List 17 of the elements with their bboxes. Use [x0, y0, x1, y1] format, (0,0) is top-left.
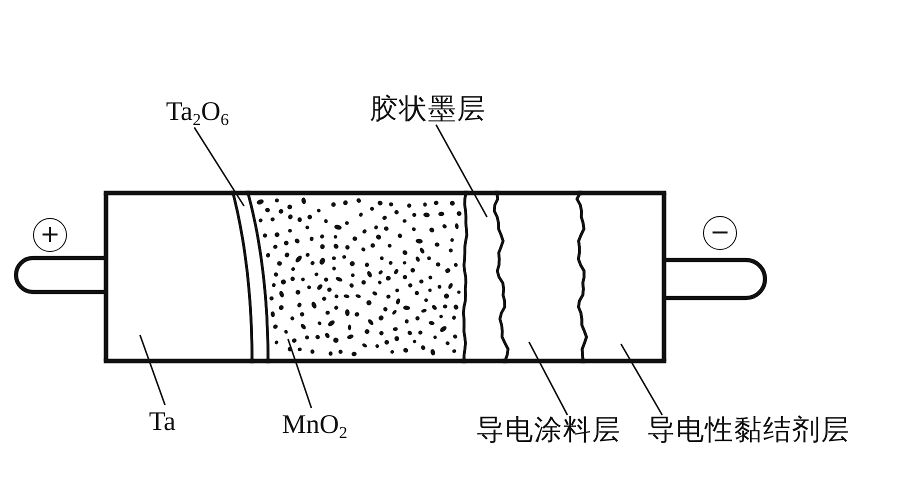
dotted-layer	[246, 190, 468, 364]
leader-line	[287, 338, 312, 408]
adhesive-layer	[576, 190, 666, 364]
anode-block	[104, 190, 254, 364]
leader-line	[620, 344, 663, 416]
part-label: 导电性黏结剂层	[647, 415, 850, 446]
leader-line	[528, 342, 568, 416]
part-label: Ta	[149, 405, 176, 438]
part-label: MnO$_{2}$	[282, 408, 348, 440]
part-label: 导电涂料层	[476, 415, 621, 446]
part-label: Ta$_{2}$O$_{6}$	[166, 95, 229, 128]
leader-line	[194, 126, 245, 206]
leader-line	[139, 334, 166, 406]
leader-line	[435, 124, 488, 218]
minus-sign: −	[703, 216, 737, 250]
plus-sign: +	[33, 218, 67, 252]
part-label: 胶状墨层	[370, 94, 486, 125]
